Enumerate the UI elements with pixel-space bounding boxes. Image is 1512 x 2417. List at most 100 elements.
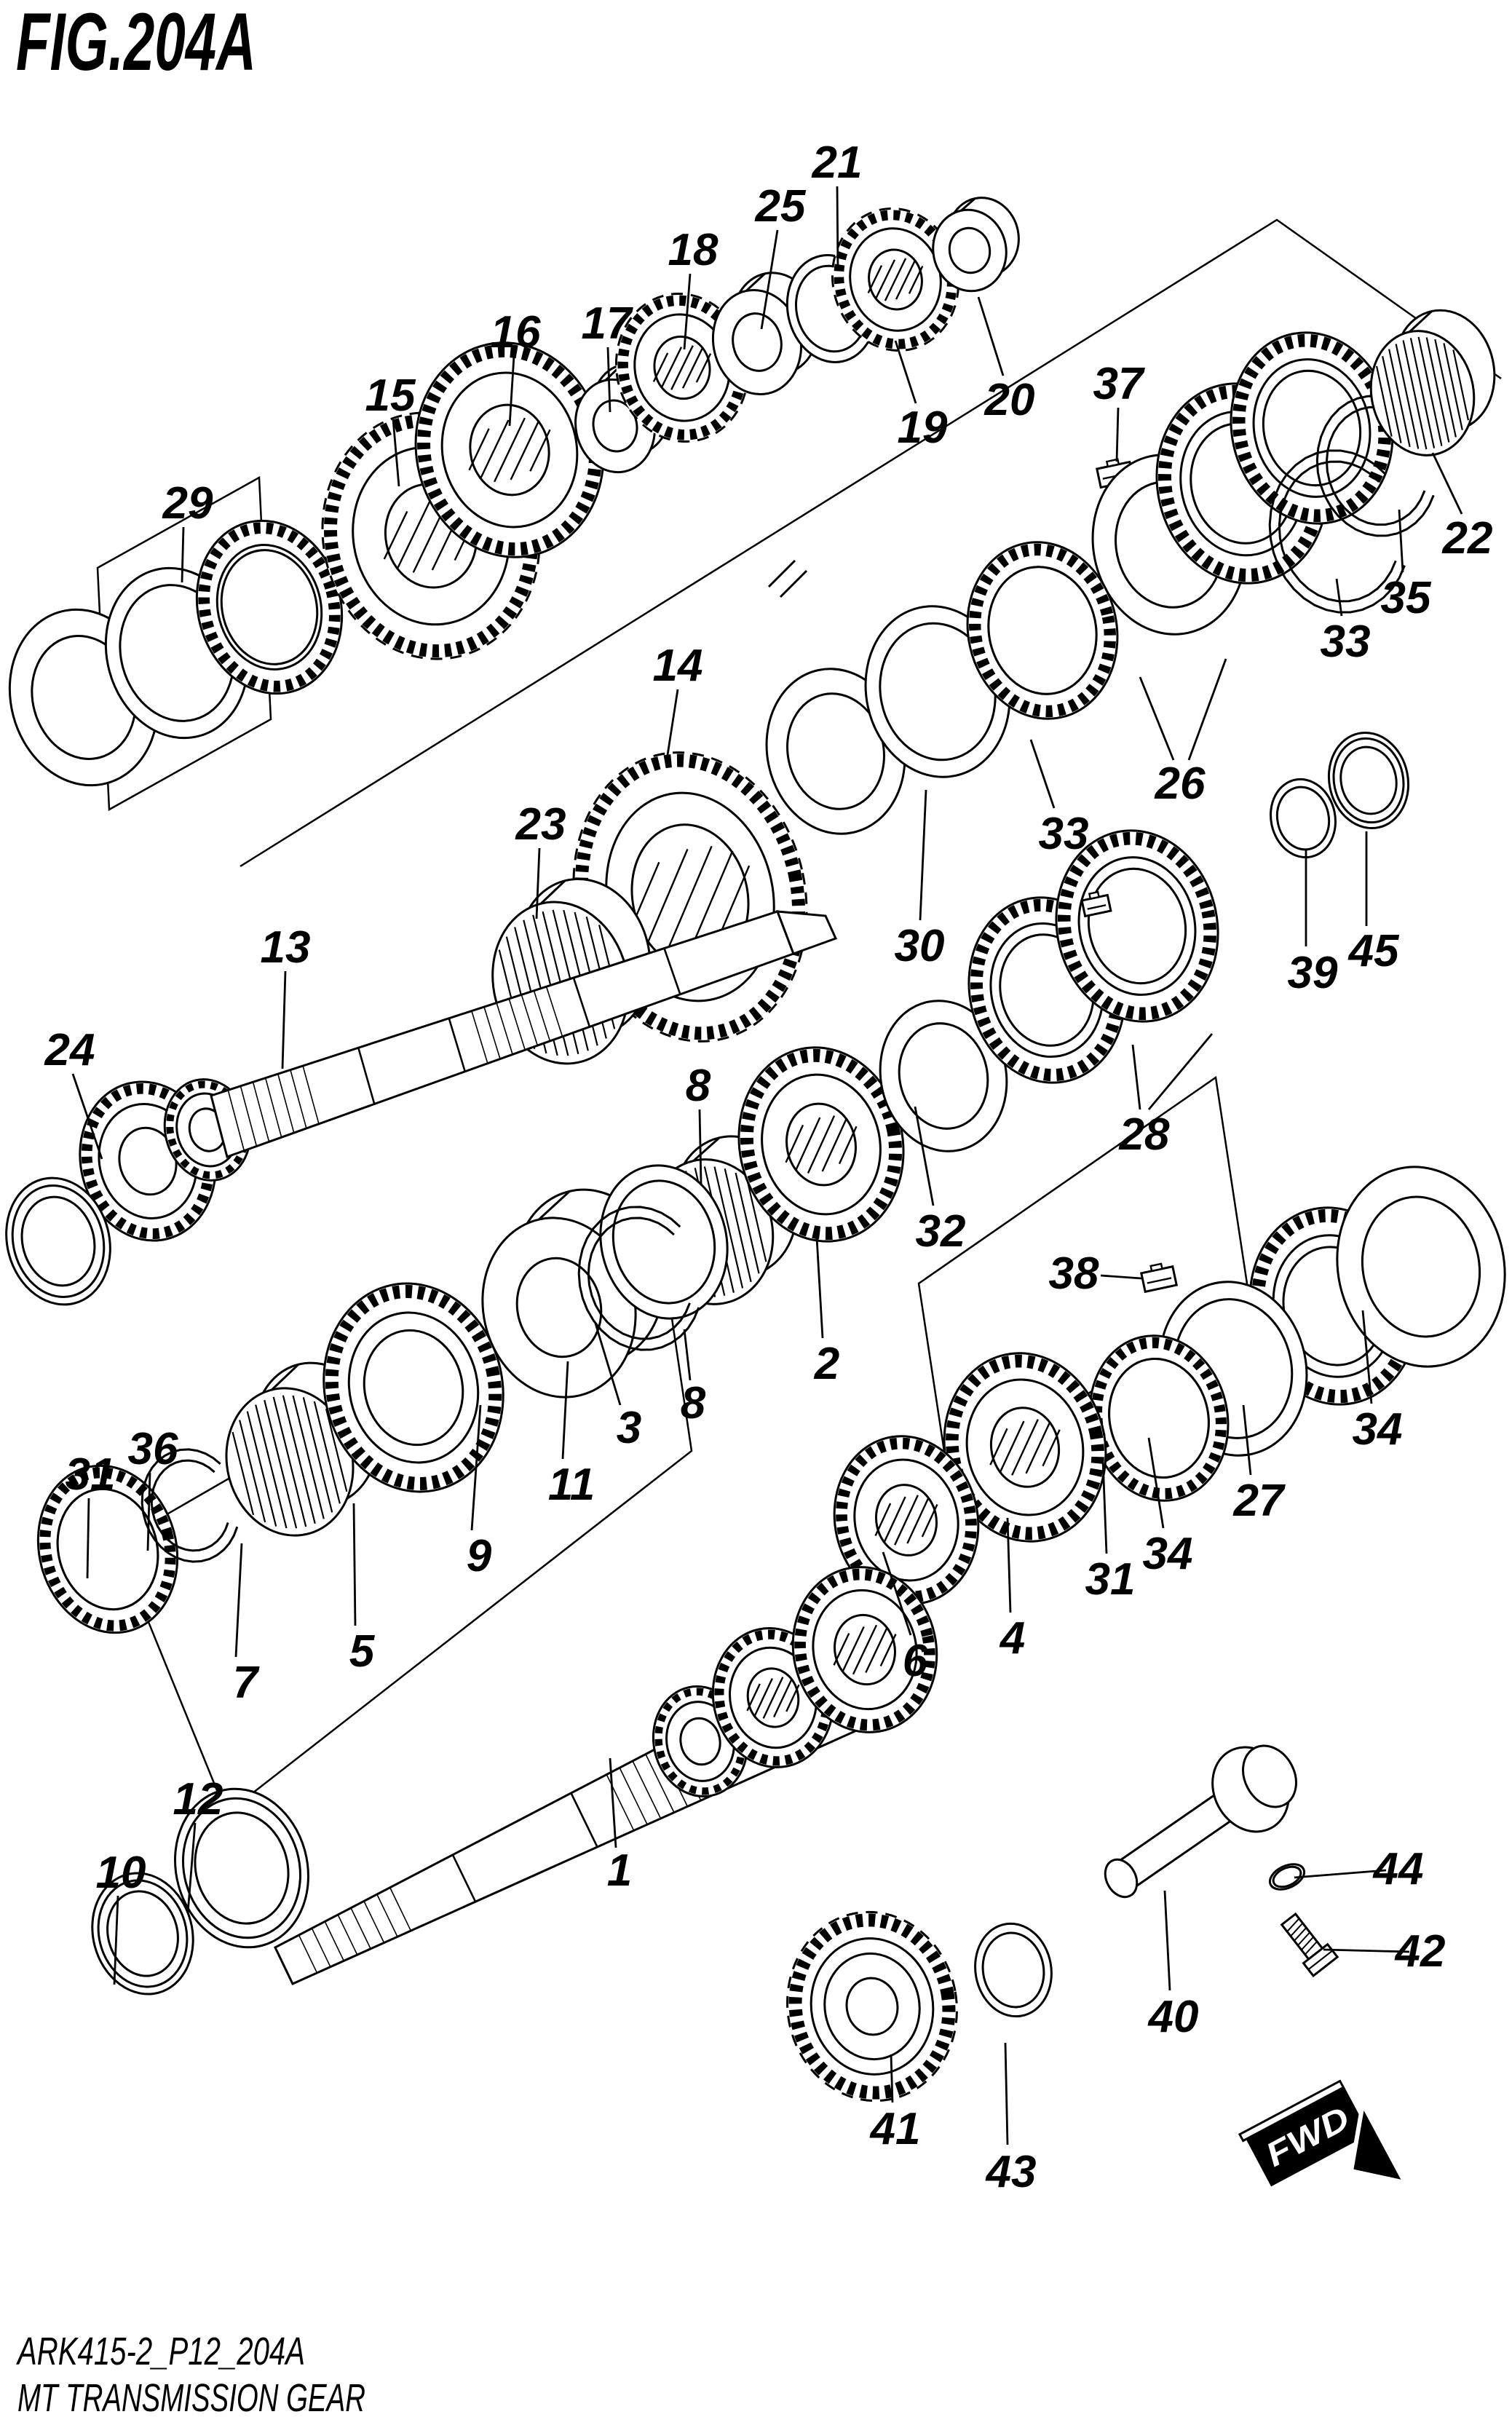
leader-line [281,970,287,1069]
part-3-circlip [577,1206,700,1351]
leader-line [113,1895,119,1985]
callout-7: 7 [233,1658,260,1708]
leader-line [470,1404,482,1531]
leader-line [1100,1274,1142,1280]
leader-line [977,296,1005,376]
leader-line [1115,407,1120,462]
fwd-plate-edge [1238,2079,1345,2143]
part-28-sleeve [1055,829,1219,1023]
leader-line [1431,452,1463,515]
callout-28: 28 [1119,1109,1170,1160]
callout-37: 37 [1093,359,1145,409]
callout-12: 12 [173,1774,223,1824]
callout-43: 43 [985,2147,1037,2197]
callout-17: 17 [582,298,633,349]
leader-line [71,1073,103,1160]
callout-23: 23 [515,799,566,850]
leader-line [666,689,679,756]
callout-16: 16 [491,307,541,357]
callout-22: 22 [1442,513,1493,563]
callout-33: 33 [1039,809,1089,859]
callout-40: 40 [1147,1992,1199,2042]
leader-line [1187,658,1227,761]
break-mark [779,569,808,598]
leader-line [535,847,541,919]
callout-6: 6 [903,1636,928,1686]
callout-3: 3 [617,1403,641,1453]
callout-39: 39 [1288,948,1338,998]
part-40-rod [1104,1744,1297,1899]
callout-13: 13 [261,922,311,973]
callout-45: 45 [1347,926,1400,976]
part-28-key [1080,890,1112,918]
callout-27: 27 [1233,1476,1286,1526]
part-36-circlip [140,1448,239,1563]
leader-line [1029,739,1056,809]
part-10-seal [91,1872,194,1995]
part-30-ring-c [966,541,1119,720]
leader-line [890,2054,894,2103]
callout-5: 5 [349,1626,376,1677]
callout-31: 31 [66,1449,116,1500]
part-38-key [1139,1262,1179,1294]
leader-line [508,355,515,427]
leader-line [698,1109,702,1184]
callout-26: 26 [1155,759,1206,809]
callout-35: 35 [1381,573,1432,623]
callout-21: 21 [812,138,863,188]
callout-14: 14 [653,641,703,691]
leader-line [352,1503,357,1626]
fwd-arrow: FWD [1238,2079,1409,2187]
part-41-gear [786,1910,958,2102]
leader-line [1147,1033,1214,1110]
leader-line [1101,1459,1108,1554]
callout-2: 2 [814,1339,839,1389]
leader-line [882,1551,912,1636]
part-11-ring [599,1164,729,1320]
part-35-circlip [1315,395,1435,537]
callout-38: 38 [1049,1249,1099,1299]
leader-line [894,340,917,404]
part-16-gear [414,341,605,558]
callout-4: 4 [999,1613,1025,1664]
callout-30: 30 [895,921,945,971]
footer-code: ARK415-2_P12_204A [16,2330,305,2373]
leader-line [146,1472,151,1551]
callout-34: 34 [1143,1529,1193,1579]
leader-line [683,273,692,350]
callout-10: 10 [96,1848,146,1898]
callout-29: 29 [162,478,213,529]
break-mark [767,559,796,588]
callout-31: 31 [1085,1554,1136,1605]
leader-line [1242,1404,1252,1476]
leader-line [815,1237,824,1339]
callout-18: 18 [668,225,719,275]
callout-11: 11 [548,1460,595,1510]
leader-line [181,526,185,583]
part-25-bush [711,272,820,396]
leader-line [919,789,927,921]
callout-36: 36 [128,1424,178,1474]
callout-32: 32 [916,1206,966,1257]
part-20-nut [932,197,1020,293]
leader-line [234,1543,243,1658]
leader-line [1147,1437,1165,1529]
leader-line [1323,1948,1410,1953]
part-31-ring-right [1088,1334,1230,1502]
callout-33: 33 [1321,617,1371,667]
leader-line [1398,509,1404,573]
part-12-bearing [174,1787,309,1949]
part-2-gear [737,1046,905,1243]
footer-caption: MT TRANSMISSION GEAR [17,2376,365,2417]
part-39-washer [1270,778,1337,859]
part-13-countershaft [210,910,838,1158]
leader-line [609,1757,617,1848]
leader-line [836,186,839,272]
part-19-gear [831,207,960,352]
part-18-gear [614,292,750,443]
part-4-gear [943,1352,1107,1543]
part-22-bearing [1369,309,1496,456]
